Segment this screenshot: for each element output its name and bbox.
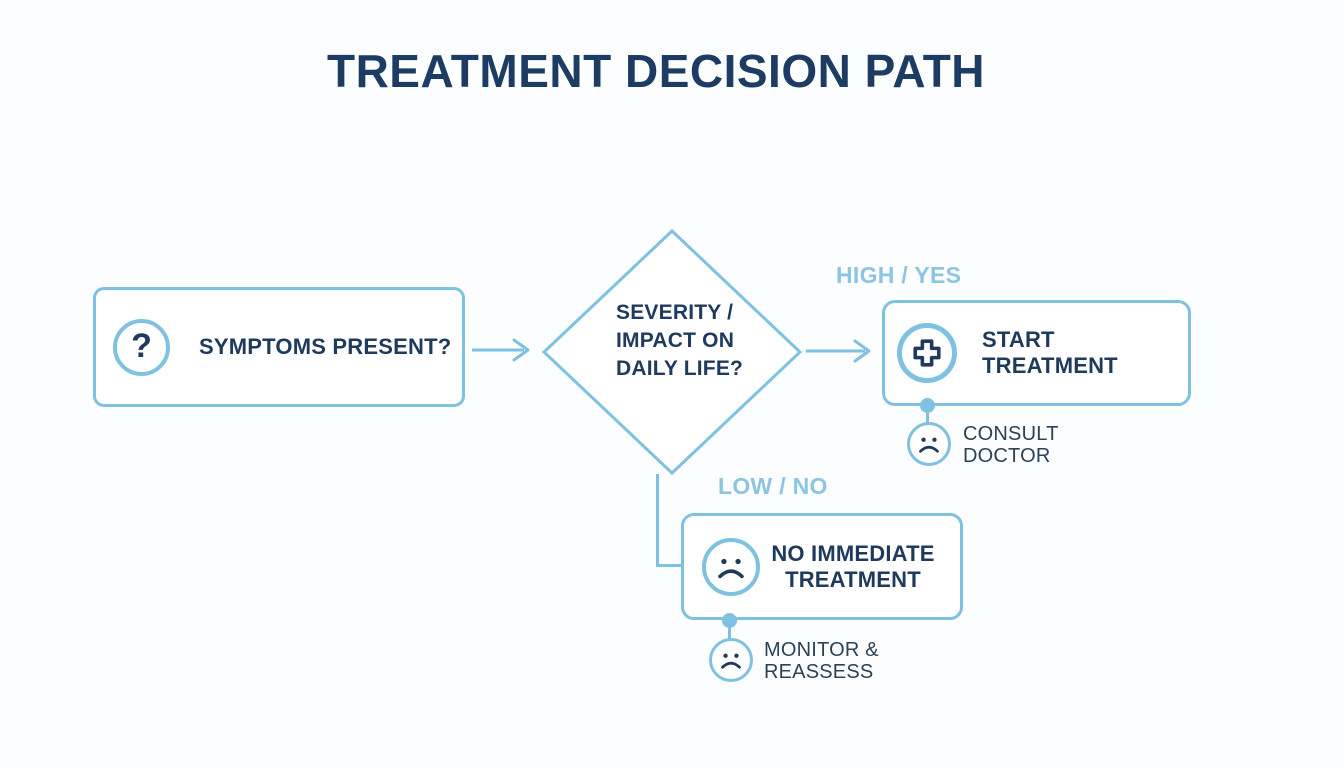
sad-face-icon bbox=[702, 537, 760, 596]
question-mark-icon: ? bbox=[113, 318, 170, 376]
node-no-treatment-label: NO IMMEDIATE TREATMENT bbox=[771, 540, 935, 592]
connector-low-vertical bbox=[656, 474, 659, 567]
node-symptoms-label: SYMPTOMS PRESENT? bbox=[199, 334, 452, 359]
node-start-treatment-label: START TREATMENT bbox=[982, 327, 1118, 378]
annotation-consult-doctor: CONSULT DOCTOR bbox=[963, 423, 1059, 467]
decision-label: SEVERITY / IMPACT ON DAILY LIFE? bbox=[616, 301, 744, 380]
connector-stem-consult bbox=[926, 405, 929, 424]
sad-face-icon bbox=[907, 422, 951, 466]
decision-diamond-shape bbox=[541, 228, 803, 476]
annotation-monitor-reassess: MONITOR & REASSESS bbox=[764, 639, 879, 683]
medical-cross-glyph bbox=[913, 339, 941, 367]
branch-label-low-no: LOW / NO bbox=[718, 473, 828, 499]
node-no-immediate-treatment: NO IMMEDIATE TREATMENT bbox=[681, 513, 963, 620]
branch-label-high-yes: HIGH / YES bbox=[836, 262, 962, 288]
arrow-symptoms-to-decision-icon bbox=[472, 338, 530, 362]
page-title: TREATMENT DECISION PATH bbox=[326, 45, 986, 97]
sad-face-icon bbox=[709, 638, 753, 682]
node-symptoms-present: ? SYMPTOMS PRESENT? bbox=[93, 287, 465, 407]
connector-stem-monitor bbox=[728, 620, 731, 639]
connector-dot-monitor bbox=[722, 613, 737, 628]
question-mark-glyph: ? bbox=[131, 327, 152, 365]
arrow-decision-to-treatment-icon bbox=[806, 339, 871, 363]
medical-cross-icon bbox=[897, 323, 957, 383]
connector-low-horizontal bbox=[656, 564, 683, 567]
connector-dot-consult bbox=[920, 398, 935, 413]
node-start-treatment: START TREATMENT bbox=[882, 300, 1191, 406]
